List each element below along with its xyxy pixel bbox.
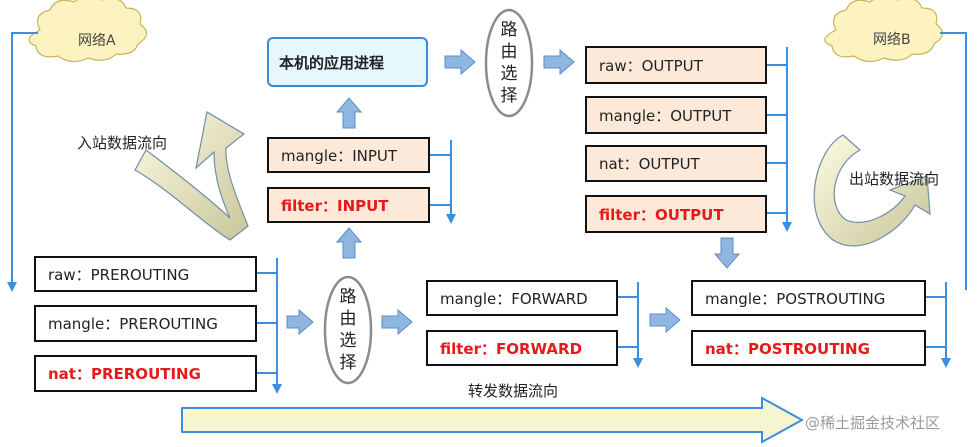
prerouting-bracket [257,258,282,394]
prerouting-nat-label: nat：PREROUTING [48,365,201,383]
input-mangle-label: mangle：INPUT [281,146,398,165]
routing-text-output: 路由选择 [494,19,524,107]
inbound-line [7,32,38,292]
output-raw-box: raw：OUTPUT [585,46,767,84]
outbound-flow-curve [813,134,931,247]
routing-char: 择 [500,86,518,106]
input-filter-label: filter：INPUT [281,196,389,215]
forward-flow-arrow [181,396,805,444]
prerouting-raw-box: raw：PREROUTING [34,256,257,292]
routing-char: 由 [339,309,357,329]
block-arrow-up [335,227,363,259]
output-raw-label: raw：OUTPUT [599,56,703,75]
block-arrow-right [286,308,314,336]
block-arrow-right [649,306,681,334]
inbound-flow-label: 入站数据流向 [77,134,168,152]
outbound-flow-label: 出站数据流向 [849,170,940,188]
input-bracket [430,140,456,224]
postrouting-nat-box: nat：POSTROUTING [691,330,926,366]
output-nat-label: nat：OUTPUT [599,155,700,173]
output-mangle-box: mangle：OUTPUT [585,96,767,134]
network-a-label: 网络A [78,33,116,49]
routing-char: 选 [339,331,357,351]
postrouting-bracket [926,282,951,368]
input-mangle-box: mangle：INPUT [267,137,430,173]
routing-text-prerouting: 路由选择 [333,286,363,374]
forward-mangle-label: mangle：FORWARD [440,289,588,308]
block-arrow-right [543,48,575,76]
prerouting-mangle-box: mangle：PREROUTING [34,305,257,342]
postrouting-mangle-label: mangle：POSTROUTING [705,289,886,308]
routing-ellipse-output [484,8,534,118]
block-arrow-up [335,97,363,129]
routing-char: 择 [339,353,357,373]
routing-char: 选 [500,64,518,84]
routing-ellipse-prerouting [323,275,373,385]
postrouting-mangle-box: mangle：POSTROUTING [691,280,926,316]
output-bracket [767,47,792,232]
watermark: @稀土掘金技术社区 [805,414,941,432]
routing-char: 路 [339,287,357,307]
forward-bracket [618,282,643,368]
local-app-process: 本机的应用进程 [267,37,428,87]
output-nat-box: nat：OUTPUT [585,145,767,182]
prerouting-mangle-label: mangle：PREROUTING [48,315,218,333]
inbound-flow-curve [134,111,249,241]
forward-flow-label: 转发数据流向 [468,382,559,400]
output-mangle-label: mangle：OUTPUT [599,106,732,125]
prerouting-raw-label: raw：PREROUTING [48,265,190,284]
block-arrow-right [444,48,476,76]
routing-char: 路 [500,20,518,40]
network-b-label: 网络B [873,32,911,48]
outbound-line [940,32,967,290]
cloud-network-a [28,0,148,63]
input-filter-box: filter：INPUT [267,187,430,223]
forward-mangle-box: mangle：FORWARD [426,280,618,316]
block-arrow-right [381,308,413,336]
prerouting-nat-box: nat：PREROUTING [34,355,257,392]
postrouting-nat-label: nat：POSTROUTING [705,339,870,358]
output-filter-label: filter：OUTPUT [599,205,724,224]
output-filter-box: filter：OUTPUT [585,195,767,233]
forward-filter-box: filter：FORWARD [426,330,618,366]
routing-char: 由 [500,42,518,62]
forward-filter-label: filter：FORWARD [440,339,583,358]
block-arrow-down [713,237,741,269]
